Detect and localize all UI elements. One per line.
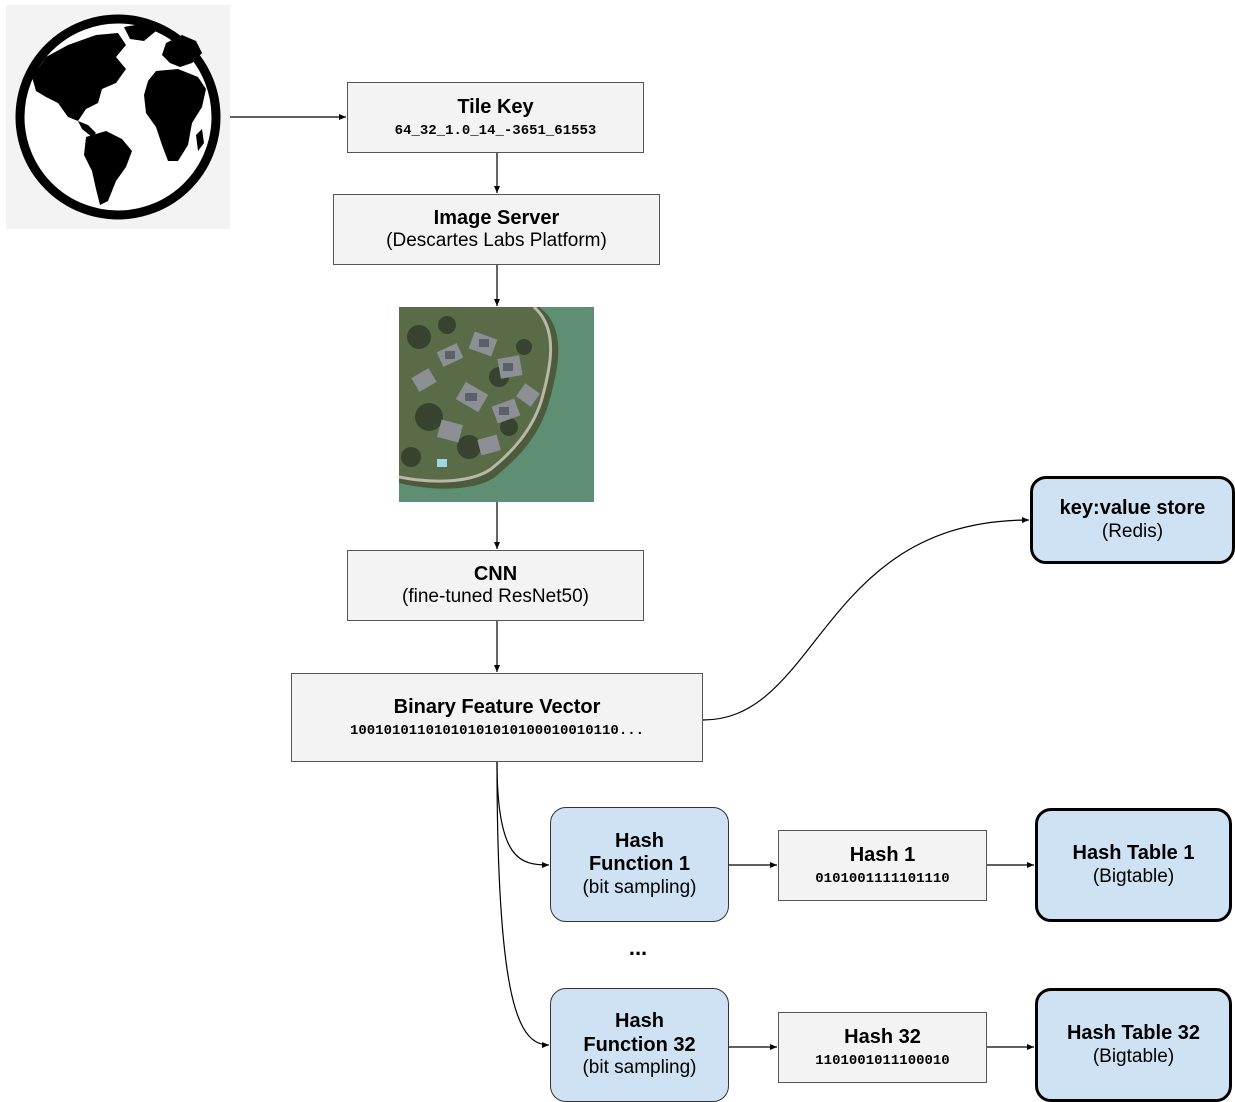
image-server-box: Image Server (Descartes Labs Platform) (333, 194, 660, 265)
hash-1-value: 0101001111101110 (815, 870, 950, 887)
globe-panel (6, 5, 230, 229)
tile-key-value: 64_32_1.0_14_-3651_61553 (394, 122, 597, 139)
hash-function-1-subtitle: (bit sampling) (582, 876, 697, 898)
kv-store-box: key:value store (Redis) (1030, 476, 1235, 564)
hash-table-1-title: Hash Table 1 (1072, 842, 1195, 864)
arrow-feature-vector-to-hash-function-1 (496, 761, 550, 868)
hash-function-1-title-line1: Hash (615, 829, 664, 852)
hash-table-32-subtitle: (Bigtable) (1092, 1045, 1175, 1067)
tile-key-title: Tile Key (457, 95, 534, 118)
hash-32-title: Hash 32 (844, 1025, 921, 1048)
hash-function-1-title-line2: Function 1 (588, 853, 691, 876)
hash-function-32-title-line1: Hash (615, 1010, 664, 1033)
hash-function-32-subtitle: (bit sampling) (582, 1057, 697, 1079)
feature-vector-box: Binary Feature Vector 100101011010101010… (291, 673, 703, 762)
satellite-image-icon (399, 307, 594, 502)
kv-store-title: key:value store (1059, 497, 1206, 519)
hash-table-1-subtitle: (Bigtable) (1092, 865, 1175, 887)
cnn-title: CNN (473, 562, 518, 585)
hash-table-32-title: Hash Table 32 (1066, 1022, 1201, 1044)
arrow-feature-vector-to-kv-store (702, 517, 1030, 721)
ellipsis-label: ... (628, 935, 648, 960)
hash-1-title: Hash 1 (849, 843, 916, 866)
hash-32-box: Hash 32 1101001011100010 (778, 1012, 987, 1083)
hash-function-1-box: Hash Function 1 (bit sampling) (550, 807, 729, 922)
hash-1-box: Hash 1 0101001111101110 (778, 830, 987, 901)
hash-function-32-box: Hash Function 32 (bit sampling) (550, 988, 729, 1102)
feature-vector-title: Binary Feature Vector (393, 695, 601, 718)
satellite-image (399, 307, 594, 502)
arrow-feature-vector-to-hash-function-32 (496, 761, 550, 1048)
image-server-subtitle: (Descartes Labs Platform) (386, 230, 607, 252)
hash-32-value: 1101001011100010 (815, 1052, 950, 1069)
hash-table-1-box: Hash Table 1 (Bigtable) (1035, 808, 1232, 922)
kv-store-subtitle: (Redis) (1101, 520, 1164, 542)
cnn-subtitle: (fine-tuned ResNet50) (402, 586, 589, 608)
feature-vector-value: 10010101101010101010100010010110... (349, 722, 645, 739)
globe-icon (15, 14, 221, 220)
cnn-box: CNN (fine-tuned ResNet50) (347, 550, 644, 621)
hash-function-32-title-line2: Function 32 (583, 1033, 696, 1056)
image-server-title: Image Server (433, 206, 560, 229)
tile-key-box: Tile Key 64_32_1.0_14_-3651_61553 (347, 82, 644, 153)
hash-table-32-box: Hash Table 32 (Bigtable) (1035, 988, 1232, 1102)
